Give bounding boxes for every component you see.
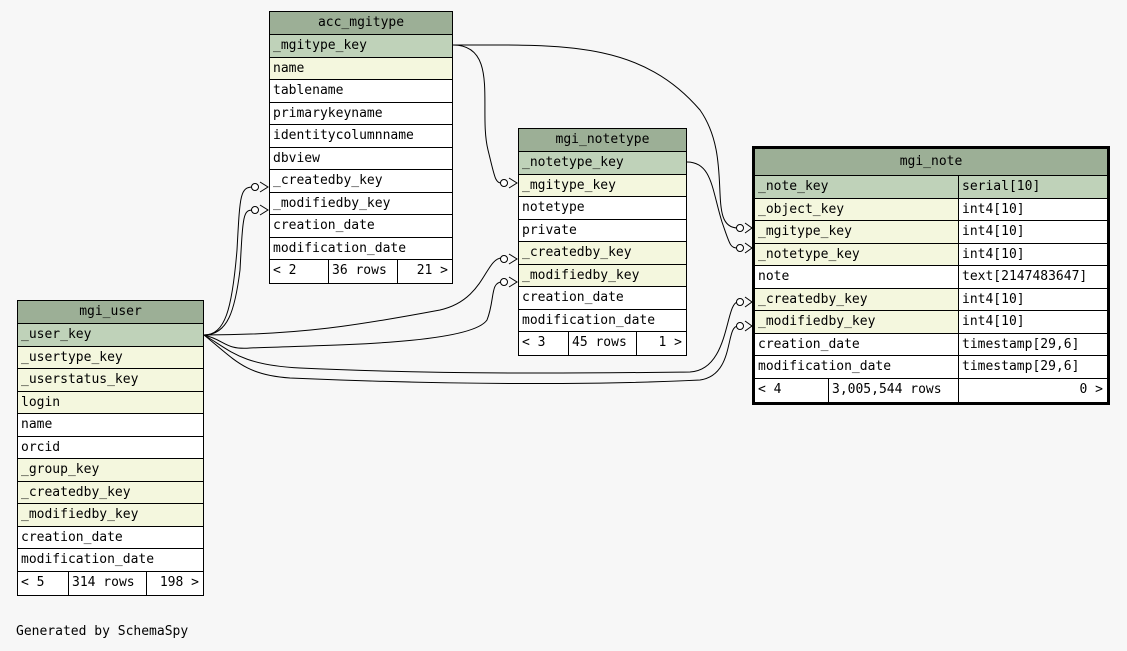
row-count: 36 rows [328,260,397,283]
children-link[interactable]: 198 > [146,572,203,595]
children-link[interactable]: 21 > [397,260,452,283]
column-row[interactable]: _mgitype_key [519,175,686,197]
edge-user-mgitype-created [203,186,254,336]
parents-link[interactable]: < 3 [522,335,546,350]
children-link[interactable]: 1 > [636,332,686,355]
edge-user-mgitype-modified [203,209,254,336]
table-footer: < 4 3,005,544 rows 0 > [755,379,1107,402]
table-footer: < 2 36 rows 21 > [270,260,452,283]
edge-mgitype-notetype [452,44,503,184]
row-count: 3,005,544 rows [828,379,958,402]
column-row[interactable]: _notetype_key [519,152,686,175]
edge-user-notetype-modified [203,281,503,349]
column-row[interactable]: dbview [270,148,452,170]
column-row[interactable]: identitycolumnname [270,125,452,148]
column-row[interactable]: _modifiedby_key [270,193,452,215]
column-row[interactable]: creation_date [18,527,203,549]
column-row[interactable]: _modifiedby_key [18,504,203,527]
table-title: mgi_user [18,301,203,324]
column-row[interactable]: modification_date [270,238,452,260]
column-row[interactable]: private [519,220,686,242]
table-title: acc_mgitype [270,12,452,35]
children-link[interactable]: 0 > [958,379,1107,402]
table-mgi-notetype[interactable]: mgi_notetype _notetype_key _mgitype_key … [518,128,687,356]
column-row[interactable]: _mgitype_key [270,35,452,58]
column-row[interactable]: _createdby_key [519,242,686,265]
parents-link[interactable]: < 2 [273,263,297,278]
column-row[interactable]: notetype [519,197,686,220]
column-row[interactable]: creation_date [270,215,452,238]
column-row[interactable]: name [270,58,452,80]
column-row[interactable]: name [18,414,203,437]
column-row[interactable]: _createdby_key [18,482,203,504]
table-title: mgi_note [755,149,1107,176]
row-count: 45 rows [568,332,636,355]
column-row[interactable]: _user_key [18,324,203,347]
column-row[interactable]: primarykeyname [270,103,452,125]
row-count: 314 rows [68,572,146,595]
edge-notetype-note [686,161,739,249]
column-row[interactable]: tablename [270,80,452,103]
column-row[interactable]: _group_key [18,459,203,482]
table-mgi-user[interactable]: mgi_user _user_key _usertype_key _userst… [17,300,204,596]
column-row[interactable]: login [18,392,203,414]
table-footer: < 3 45 rows 1 > [519,332,686,355]
column-row[interactable]: _userstatus_key [18,369,203,392]
generated-by-label: Generated by SchemaSpy [16,624,189,639]
table-acc-mgitype[interactable]: acc_mgitype _mgitype_key name tablename … [269,11,453,284]
table-title: mgi_notetype [519,129,686,152]
column-row[interactable]: creation_date [519,287,686,310]
column-row[interactable]: _modifiedby_key [519,265,686,287]
parents-link[interactable]: < 5 [21,575,45,590]
column-row[interactable]: orcid [18,437,203,459]
column-row[interactable]: _createdby_key [270,170,452,193]
column-row[interactable]: modification_date [519,310,686,332]
column-row[interactable]: modification_date [18,549,203,572]
column-row[interactable]: _usertype_key [18,347,203,369]
parents-link[interactable]: < 4 [758,382,782,397]
table-footer: < 5 314 rows 198 > [18,572,203,595]
